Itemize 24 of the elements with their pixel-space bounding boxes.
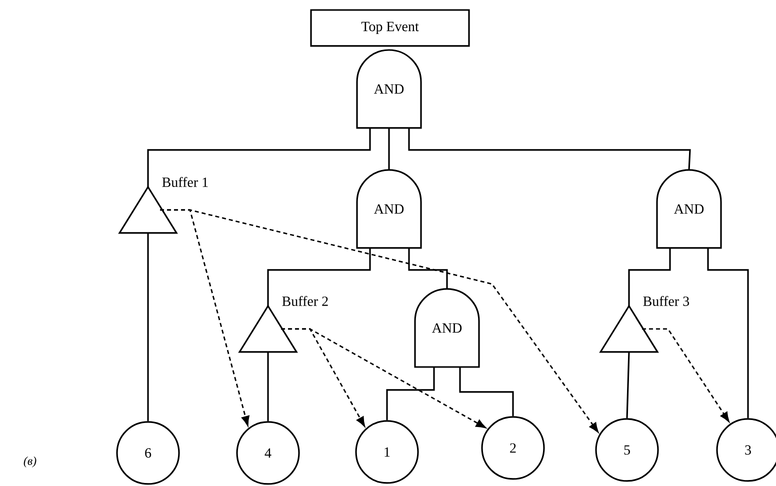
- connector: [628, 248, 671, 306]
- connector: [459, 367, 514, 416]
- connector: [408, 248, 448, 289]
- connector: [386, 367, 435, 420]
- connector: [707, 248, 749, 418]
- connector: [642, 328, 730, 422]
- and-gate: AND: [414, 288, 480, 368]
- connector: [160, 209, 598, 432]
- and-gate: AND: [656, 169, 722, 249]
- connector: [626, 352, 630, 418]
- connector: [267, 352, 269, 422]
- buffer-label: Buffer 2: [280, 295, 330, 307]
- connector: [388, 128, 390, 170]
- connector: [281, 328, 486, 428]
- buffer-label: Buffer 1: [160, 176, 210, 188]
- connector: [147, 128, 371, 187]
- connector: [267, 248, 371, 306]
- panel-label: (в): [24, 456, 36, 468]
- connector: [408, 128, 691, 170]
- and-gate: AND: [356, 49, 422, 129]
- buffer-label: Buffer 3: [642, 295, 691, 307]
- event-box: Top Event: [310, 9, 470, 47]
- connector: [147, 232, 149, 422]
- and-gate: AND: [356, 169, 422, 249]
